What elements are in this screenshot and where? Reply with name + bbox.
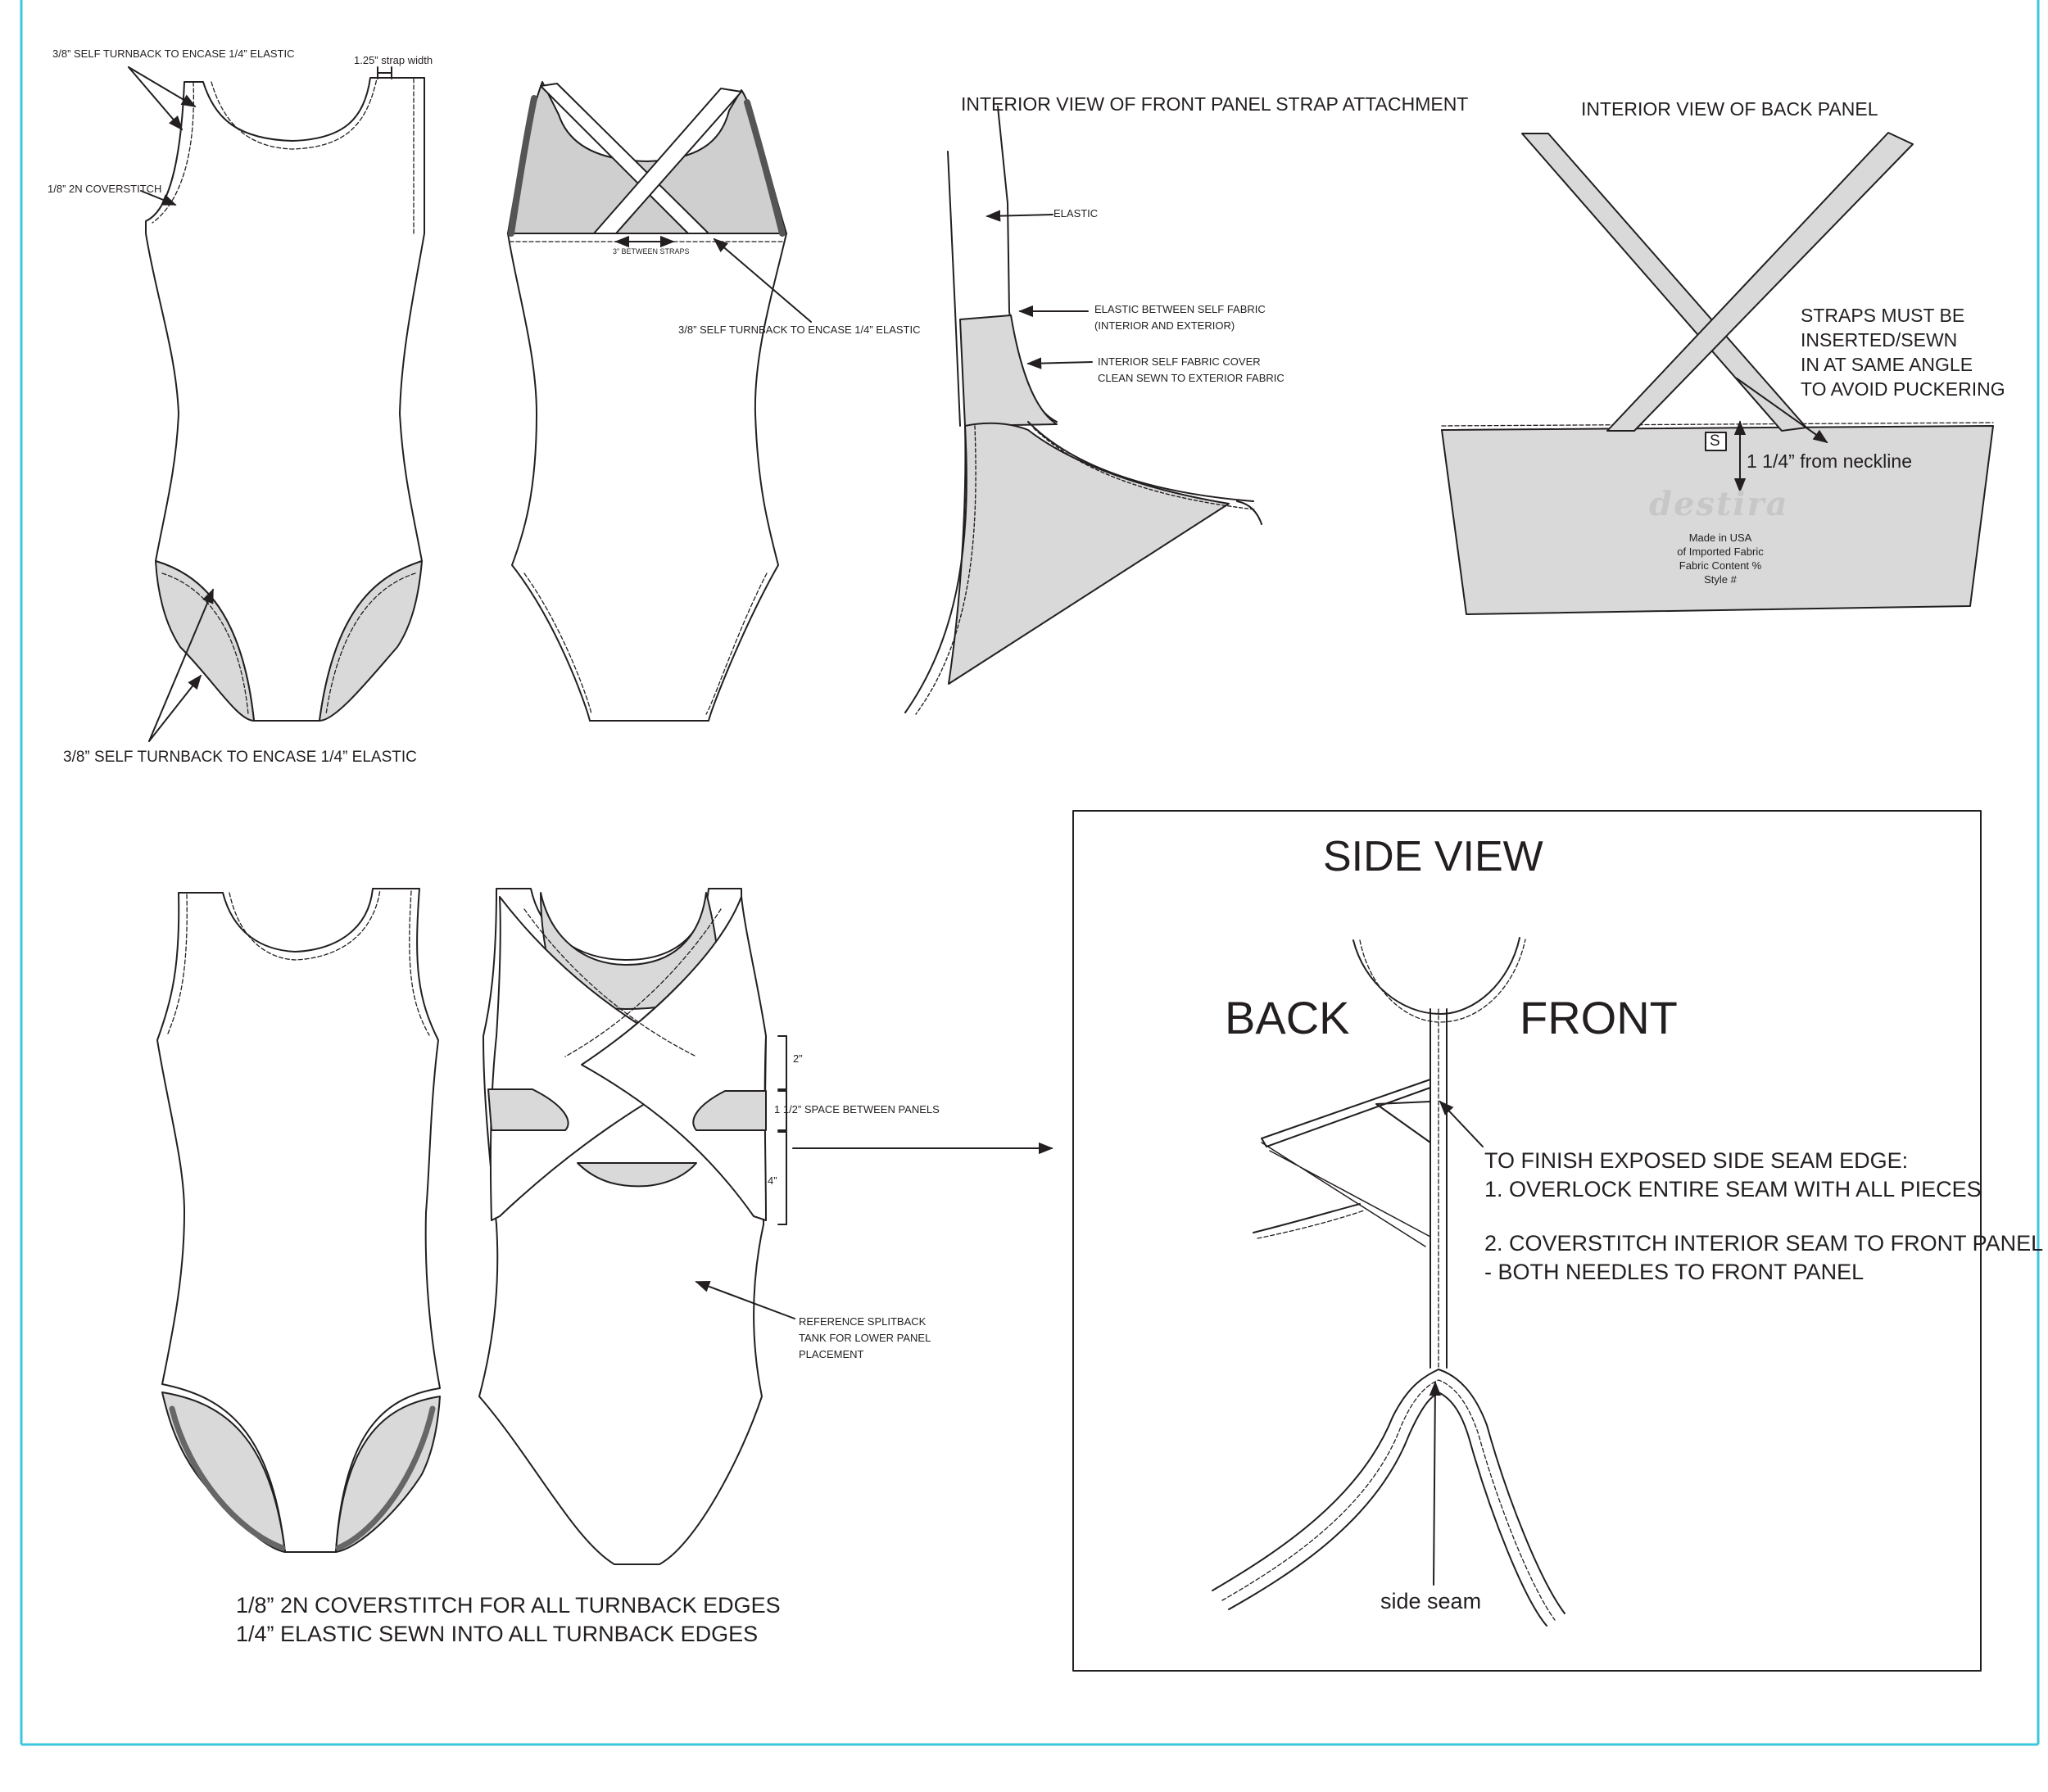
cover-label-2: CLEAN SEWN TO EXTERIOR FABRIC <box>1098 372 1285 384</box>
care-label-line-3: Fabric Content % <box>1679 559 1762 572</box>
page-frame <box>20 0 2040 1746</box>
cover-label-1: INTERIOR SELF FABRIC COVER <box>1098 355 1261 368</box>
back-view-1-sketch <box>507 81 812 722</box>
footer-note-1: 1/8” 2N COVERSTITCH FOR ALL TURNBACK EDG… <box>236 1593 781 1618</box>
front-strap-detail-title: INTERIOR VIEW OF FRONT PANEL STRAP ATTAC… <box>961 93 1469 115</box>
back-panel-detail-sketch <box>1441 132 1994 615</box>
front-view-1-sketch <box>128 66 425 742</box>
side-view-sketch <box>1072 810 1982 1672</box>
dim-top-label: 2” <box>793 1052 803 1065</box>
instruction-1: TO FINISH EXPOSED SIDE SEAM EDGE: <box>1484 1148 1909 1173</box>
front-view-2-sketch <box>156 888 441 1553</box>
neckline-measure-label: 1 1/4” from neckline <box>1747 450 1912 472</box>
between-straps-label: 3” BETWEEN STRAPS <box>613 247 690 256</box>
straps-note-1: STRAPS MUST BE <box>1801 305 1965 326</box>
instruction-2: 1. OVERLOCK ENTIRE SEAM WITH ALL PIECES <box>1484 1177 1982 1201</box>
elastic-between-label-2: (INTERIOR AND EXTERIOR) <box>1094 319 1235 332</box>
reference-line-3: PLACEMENT <box>799 1348 864 1360</box>
back-label: BACK <box>1225 992 1350 1043</box>
instruction-4: - BOTH NEEDLES TO FRONT PANEL <box>1484 1260 1864 1284</box>
turnback-leg-label: 3/8” SELF TURNBACK TO ENCASE 1/4” ELASTI… <box>63 749 417 766</box>
straps-note-4: TO AVOID PUCKERING <box>1801 378 2005 400</box>
dim-bottom-label: 4” <box>768 1174 777 1187</box>
straps-note-2: INSERTED/SEWN <box>1801 329 1958 351</box>
reference-line-1: REFERENCE SPLITBACK <box>799 1315 927 1328</box>
care-label-line-1: Made in USA <box>1688 532 1752 544</box>
footer-note-2: 1/4” ELASTIC SEWN INTO ALL TURNBACK EDGE… <box>236 1622 759 1646</box>
turnback-top-label: 3/8” SELF TURNBACK TO ENCASE 1/4” ELASTI… <box>52 48 295 60</box>
elastic-label: ELASTIC <box>1053 207 1099 219</box>
side-seam-label: side seam <box>1380 1589 1482 1613</box>
care-label-line-4: Style # <box>1704 573 1737 586</box>
front-strap-detail-sketch <box>904 106 1262 715</box>
size-tag: S <box>1710 432 1720 450</box>
straps-note-3: IN AT SAME ANGLE <box>1801 354 1973 375</box>
back-panel-detail-title: INTERIOR VIEW OF BACK PANEL <box>1581 98 1878 120</box>
instruction-3: 2. COVERSTITCH INTERIOR SEAM TO FRONT PA… <box>1484 1231 2044 1256</box>
elastic-between-label-1: ELASTIC BETWEEN SELF FABRIC <box>1094 303 1266 315</box>
brand-logo: destira <box>1649 485 1789 523</box>
coverstitch-label: 1/8” 2N COVERSTITCH <box>48 183 162 195</box>
back-turnback-label: 3/8” SELF TURNBACK TO ENCASE 1/4” ELASTI… <box>678 324 921 336</box>
front-label: FRONT <box>1520 992 1678 1043</box>
reference-line-2: TANK FOR LOWER PANEL <box>799 1332 931 1344</box>
back-view-2-sketch <box>478 888 1053 1565</box>
side-view-title: SIDE VIEW <box>1323 833 1543 880</box>
strap-width-label: 1.25” strap width <box>354 54 433 66</box>
care-label-line-2: of Imported Fabric <box>1677 545 1764 558</box>
dim-space-label: 1 1/2” SPACE BETWEEN PANELS <box>774 1103 940 1115</box>
